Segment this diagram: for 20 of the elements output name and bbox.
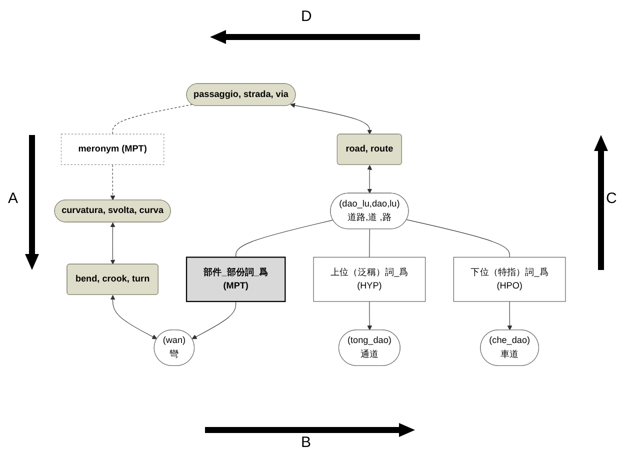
arrow <box>367 302 372 331</box>
arrow <box>290 103 372 135</box>
node-box: 下位（特指）詞_爲 (HPO) <box>453 257 566 302</box>
connector <box>236 220 334 258</box>
node-box: 部件_部份詞_爲 (MPT) <box>186 257 286 302</box>
connector <box>369 229 370 258</box>
connector <box>406 220 510 258</box>
direction-letter: A <box>8 190 18 208</box>
node-box: meronym (MPT) <box>60 134 164 166</box>
arrow <box>367 165 372 194</box>
direction-letter: C <box>606 190 617 208</box>
node-box: 上位（泛稱）詞_爲 (HYP) <box>313 257 426 302</box>
arrow <box>192 302 236 340</box>
direction-letter: D <box>301 8 312 26</box>
arrow <box>110 222 116 265</box>
arrow <box>110 295 158 340</box>
direction-letter: B <box>301 434 312 452</box>
arrow <box>507 302 512 331</box>
arrow <box>110 164 116 201</box>
connector <box>112 104 193 135</box>
